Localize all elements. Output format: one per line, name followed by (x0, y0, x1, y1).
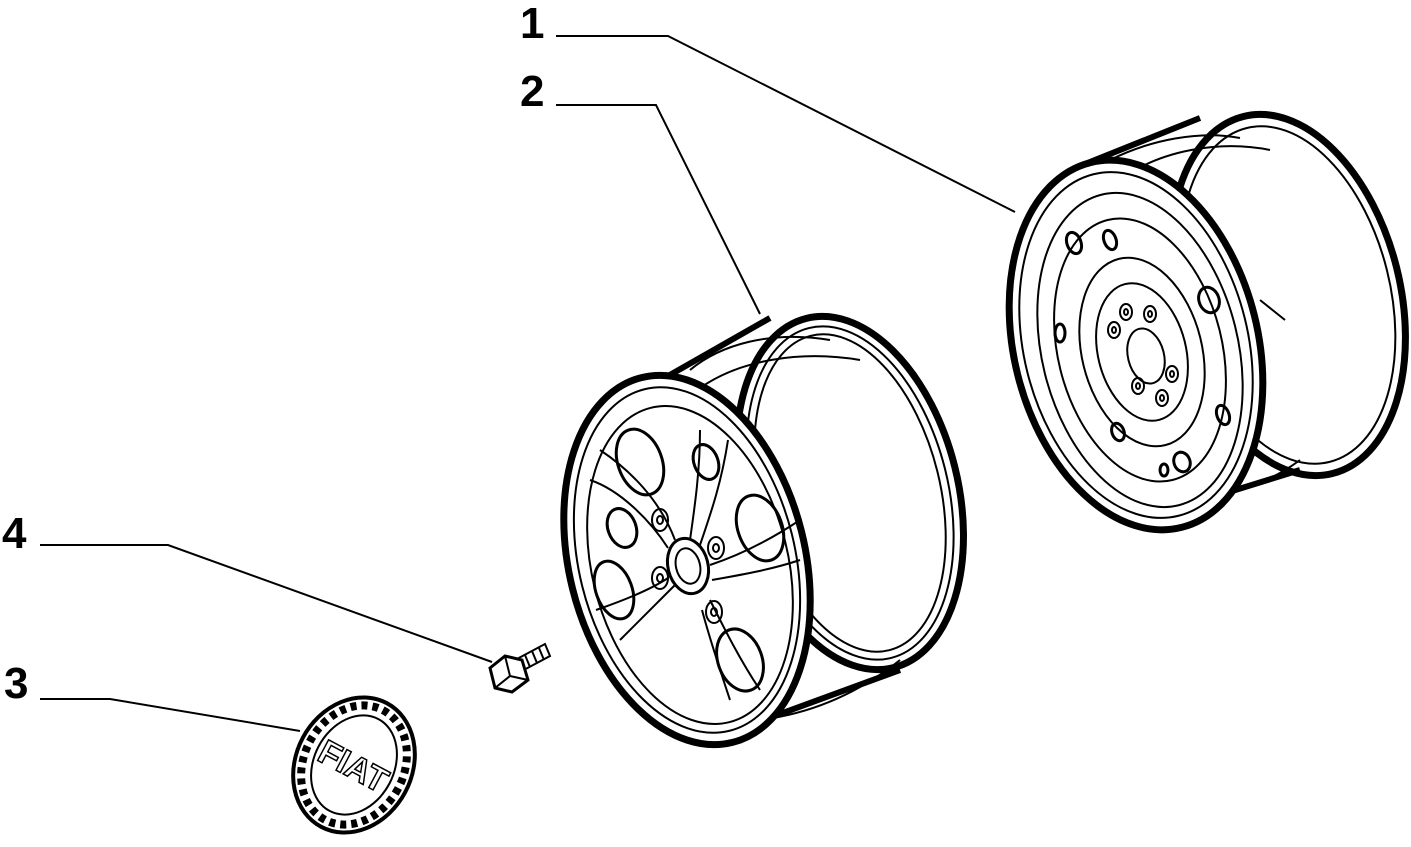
leader-lines (40, 35, 1016, 732)
steel-wheel (1005, 110, 1409, 534)
leader-line-4 (40, 544, 493, 663)
alloy-wheel (560, 312, 967, 749)
leader-line-1 (556, 35, 1016, 213)
leader-line-2 (556, 104, 761, 315)
callout-label-4: 4 (2, 509, 27, 558)
callout-label-2: 2 (520, 67, 545, 116)
callout-label-3: 3 (4, 659, 29, 708)
hub-cap-emblem: FIAT (291, 695, 417, 835)
wheel-bolt (488, 642, 552, 694)
callout-label-1: 1 (520, 0, 545, 48)
leader-line-3 (40, 698, 301, 732)
